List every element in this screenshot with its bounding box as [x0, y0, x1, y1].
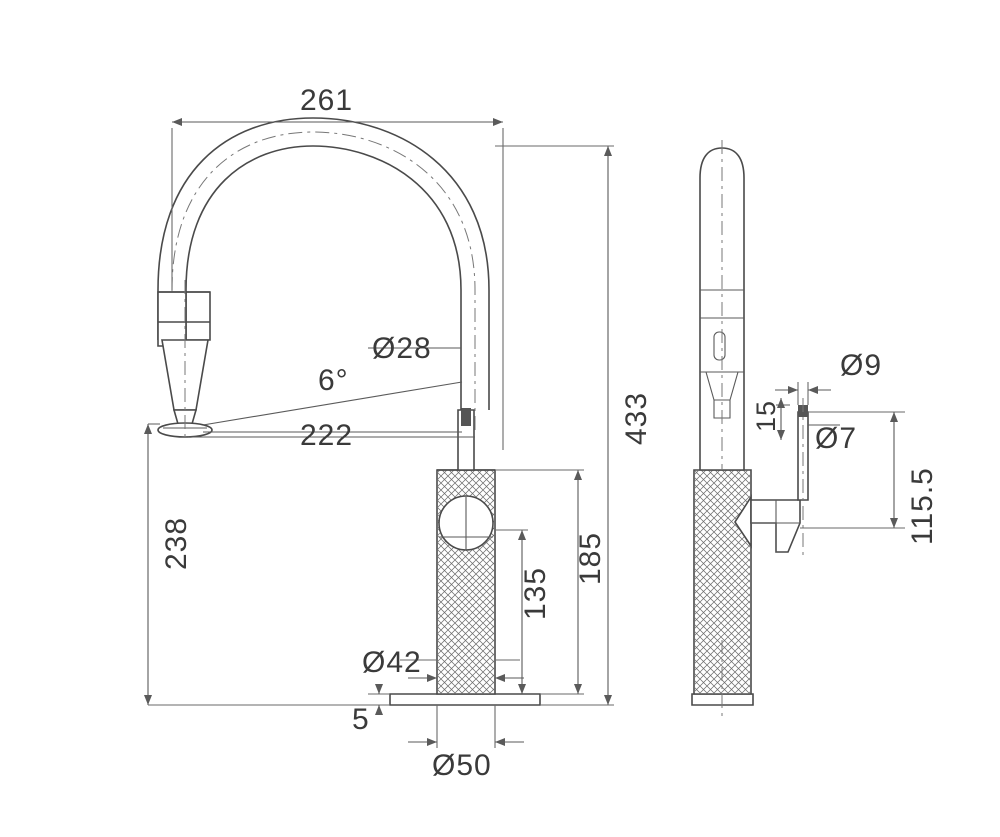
side-elevation-geometry — [691, 140, 809, 720]
gooseneck-centerline — [171, 131, 476, 430]
dia-50-text: Ø50 — [432, 749, 492, 782]
dim-261-text: 261 — [300, 84, 353, 117]
angle-6-line — [202, 381, 463, 426]
side-button — [713, 331, 726, 361]
dim-135-text: 135 — [519, 567, 552, 620]
knurled-texture-side — [695, 470, 750, 694]
base-plate — [389, 693, 541, 706]
dim-222-text: 222 — [300, 419, 353, 452]
dia-9-text: Ø9 — [840, 349, 882, 382]
dim-5-text: 5 — [352, 703, 370, 736]
side-view-dimensions: Ø9 Ø7 15 115.5 — [751, 349, 939, 545]
front-elevation-geometry — [157, 117, 541, 706]
dim-238-text: 238 — [160, 517, 193, 570]
angle-6-text: 6° — [318, 364, 349, 397]
neck-sleeve — [461, 408, 471, 426]
dim-185-text: 185 — [574, 532, 607, 585]
dim-433-text: 433 — [620, 392, 653, 445]
sprayhead-collar-right — [185, 291, 211, 341]
front-view-dimensions: 261 433 238 185 135 Ø28 — [144, 84, 653, 782]
dim-1155-text: 115.5 — [906, 467, 939, 545]
sprayhead-collar-left — [157, 291, 187, 347]
dia-7-text: Ø7 — [815, 422, 857, 455]
dia-42-text: Ø42 — [362, 646, 422, 679]
gooseneck-outer — [185, 145, 462, 410]
dia-28-text: Ø28 — [372, 332, 432, 365]
side-taper — [705, 371, 739, 401]
dim-15-text: 15 — [751, 400, 781, 432]
